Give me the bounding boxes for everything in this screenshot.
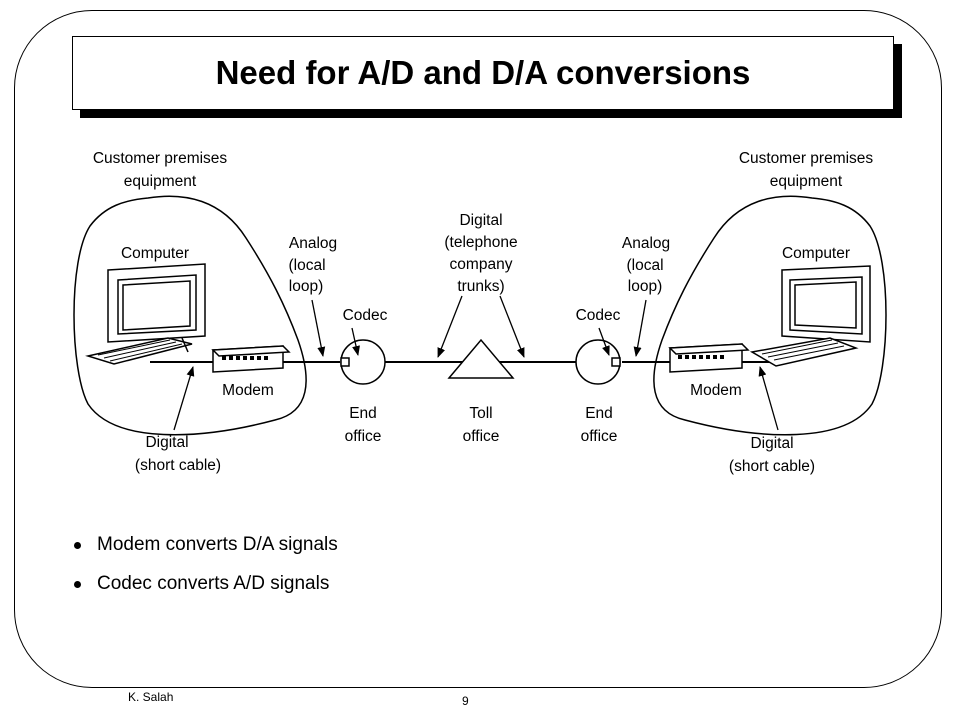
right-analog-label: loop) [628,278,662,295]
title-box: Need for A/D and D/A conversions [72,36,894,110]
left-computer-icon [85,263,206,365]
left-modem-label: Modem [222,382,274,399]
right-computer-icon [749,265,871,367]
left-modem-icon [211,345,291,373]
right-cpe-boundary [653,195,887,436]
left-analog-label: Analog [289,235,337,252]
right-computer-label: Computer [782,245,850,262]
right-cpe-label: equipment [770,173,843,190]
right-codec-icon [611,357,621,367]
right-modem-icon [668,343,750,373]
left-codec-label: Codec [343,307,388,324]
toll-office-label: office [463,428,500,445]
bullet-text: Codec converts A/D signals [97,573,330,594]
toll-office-label: Toll [469,405,492,422]
pointer-arrows [173,295,779,431]
right-modem-label: Modem [690,382,742,399]
bullet-item: Modem converts D/A signals [74,534,338,556]
right-cpe-label: Customer premises [739,150,874,167]
right-codec-label: Codec [576,307,621,324]
diagram-labels: Customer premises equipment Computer Mod… [93,150,874,475]
left-computer-label: Computer [121,245,189,262]
digital-trunks-label: company [450,256,513,273]
bullet-text: Modem converts D/A signals [97,534,338,555]
left-end-office-label: End [349,405,377,422]
right-analog-label: (local [626,257,663,274]
page-number: 9 [462,694,469,708]
left-cpe-label: equipment [124,173,197,190]
right-digital-label: Digital [750,435,793,452]
left-end-office-label: office [345,428,382,445]
left-analog-label: loop) [289,278,323,295]
digital-trunks-label: trunks) [457,278,504,295]
left-cpe-boundary [73,195,307,436]
digital-trunks-label: Digital [459,212,502,229]
digital-trunks-label: (telephone [444,234,517,251]
left-digital-label: (short cable) [135,457,221,474]
left-codec-icon [340,357,350,367]
bullet-dot-icon [74,541,81,549]
left-cpe-label: Customer premises [93,150,228,167]
right-digital-label: (short cable) [729,458,815,475]
slide-frame [14,10,942,688]
left-digital-label: Digital [145,434,188,451]
bullet-dot-icon [74,580,81,588]
right-end-office-label: office [581,428,618,445]
footer-author: K. Salah [128,690,174,704]
right-analog-label: Analog [622,235,670,252]
right-end-office-label: End [585,405,613,422]
bullet-list: Modem converts D/A signals Codec convert… [74,534,338,612]
bullet-item: Codec converts A/D signals [74,573,338,595]
left-analog-label: (local [288,257,325,274]
slide-title: Need for A/D and D/A conversions [215,54,751,91]
toll-office-icon [447,338,515,379]
